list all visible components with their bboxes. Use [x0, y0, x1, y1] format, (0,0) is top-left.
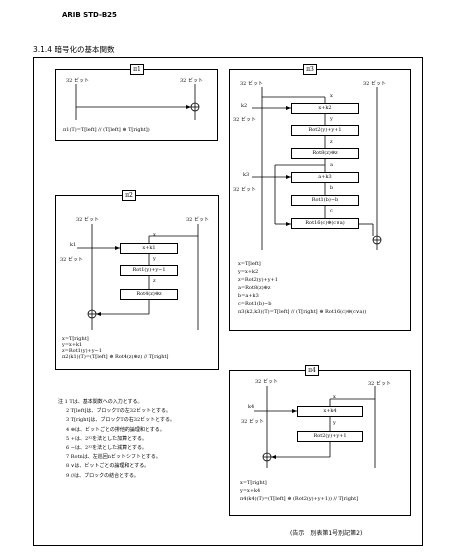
pi3-left-bits: 32 ビット [240, 81, 263, 87]
pi1-input-bits: 32 ビット [66, 78, 89, 84]
pi2-equations: x=T[right] y=x+k1 z=Rot1(y)+y−1 π2(k1)(T… [62, 336, 168, 360]
pi2-key-bits: 32 ビット [60, 257, 83, 263]
pi3-eq-line: y=x+k2 [238, 269, 259, 275]
pi3-figure [229, 69, 411, 331]
pi3-key2-bits: 32 ビット [233, 117, 256, 123]
pi2-rot1-block: Rot1(y)+y−1 [120, 265, 178, 276]
pi4-tag: π4 [305, 365, 319, 376]
pi2-left-bits: 32 ビット [76, 217, 99, 223]
pi3-right-bits: 32 ビット [363, 81, 386, 87]
pi2-eq-line: z=Rot1(y)+y−1 [62, 348, 102, 354]
pi3-rot16-block: Rot16(c)⊕(c∨a) [291, 218, 359, 229]
pi2-eq-line: x=T[right] [62, 336, 89, 342]
pi4-eq-line: x=T[right] [240, 480, 267, 486]
document-id: ARIB STD-B25 [62, 11, 117, 19]
pi3-eq-line: c=Rot1(b)−b [238, 301, 272, 307]
pi4-left-bits: 32 ビット [255, 379, 278, 385]
pi2-eq-line: y=x+k1 [62, 342, 83, 348]
pi3-label-y: y [330, 116, 333, 122]
pi4-rot2-block: Rot2(y)+y+1 [297, 431, 363, 442]
note-item: 8 ∨は、ビットごとの論理和とする。 [66, 463, 150, 470]
note-item: 4 ⊕は、ビットごとの排他的論理和とする。 [66, 426, 165, 433]
pi1-tag: π1 [130, 64, 144, 75]
pi2-label-x: x [153, 232, 156, 238]
pi3-eq-line: b=a+k3 [238, 293, 259, 299]
pi4-label-x: x [333, 394, 336, 400]
pi3-add3-block: a+k3 [291, 172, 359, 183]
pi3-eq-line: x=T[left] [238, 261, 261, 267]
pi4-key: k4 [248, 404, 255, 410]
pi3-equations: x=T[left] y=x+k2 z=Rot2(y)+y+1 a=Rot8(z)… [238, 260, 366, 316]
pi1-formula: π1(T)=T[left] // (T[left] ⊕ T[right]) [63, 127, 150, 133]
note-item: 7 Rotnは、左巡回nビットシフトとする。 [66, 454, 161, 461]
pi3-label-z: z [330, 139, 333, 145]
pi4-label-y: y [333, 420, 336, 426]
pi2-eq-line: π2(k1)(T)=(T[left] ⊕ Rot4(z)⊕z) // T[rig… [62, 354, 169, 360]
pi3-label-x: x [330, 93, 333, 99]
note-item: 2 T[left]は、ブロックTの左32ビットとする。 [66, 408, 171, 415]
pi4-right-bits: 32 ビット [368, 381, 391, 387]
pi2-add-block: x+k1 [120, 243, 178, 254]
pi4-equations: x=T[right] y=x+k4 π4(k4)(T)=(T[left] ⊕ (… [240, 479, 358, 503]
pi4-eq-line: π4(k4)(T)=(T[left] ⊕ (Rot2(y)+y+1)) // T… [240, 496, 359, 502]
pi2-figure [55, 195, 219, 370]
pi3-label-b: b [330, 185, 334, 191]
pi3-eq-line: z=Rot2(y)+y+1 [238, 277, 278, 283]
pi4-add-block: x+k4 [297, 406, 363, 417]
pi3-eq-line: a=Rot8(z)⊕z [238, 285, 271, 291]
pi2-label-y: y [153, 256, 156, 262]
pi3-tag: π3 [303, 64, 317, 75]
pi3-label-c: c [330, 208, 333, 214]
notes-list: 注 1 Tは、基本関数への入力とする。 2 T[left]は、ブロックTの左32… [58, 398, 175, 481]
pi2-tag: π2 [122, 190, 136, 201]
pi2-right-bits: 32 ビット [186, 217, 209, 223]
pi1-output-bits: 32 ビット [180, 78, 203, 84]
pi4-key-bits: 32 ビット [241, 419, 264, 425]
pi3-eq-line: π3(k2,k3)(T)=T[left] // (T[right] ⊕ Rot1… [238, 309, 367, 315]
note-item: 6 −は、2³²を法とした減算とする。 [66, 445, 148, 452]
note-item: 注 1 Tは、基本関数への入力とする。 [58, 399, 143, 405]
pi3-key3-bits: 32 ビット [233, 187, 256, 193]
pi3-label-a: a [330, 162, 333, 168]
pi4-eq-line: y=x+k4 [240, 488, 261, 494]
pi2-key: k1 [70, 242, 77, 248]
pi3-rot1-block: Rot1(b)−b [291, 195, 359, 206]
note-item: 3 T[right]は、ブロックTの右32ビットとする。 [66, 417, 175, 424]
pi3-key3: k3 [243, 172, 250, 178]
note-item: 9 //は、ブロックの結合とする。 [66, 472, 139, 479]
figure-frame [33, 57, 423, 546]
pi3-rot8-block: Rot8(z)⊕z [291, 148, 359, 159]
pi2-label-z: z [153, 278, 156, 284]
pi3-add2-block: x+k2 [291, 103, 359, 114]
figure-caption: (告示 別表第1号別記第2) [290, 530, 363, 537]
pi3-rot2-block: Rot2(y)+y+1 [291, 125, 359, 136]
note-item: 5 +は、2³²を法とした加算とする。 [66, 435, 148, 442]
pi2-rot4-block: Rot4(z)⊕z [120, 289, 178, 300]
section-title: 3.1.4 暗号化の基本関数 [33, 45, 115, 54]
pi3-key2: k2 [241, 103, 248, 109]
pi4-figure [229, 370, 411, 516]
